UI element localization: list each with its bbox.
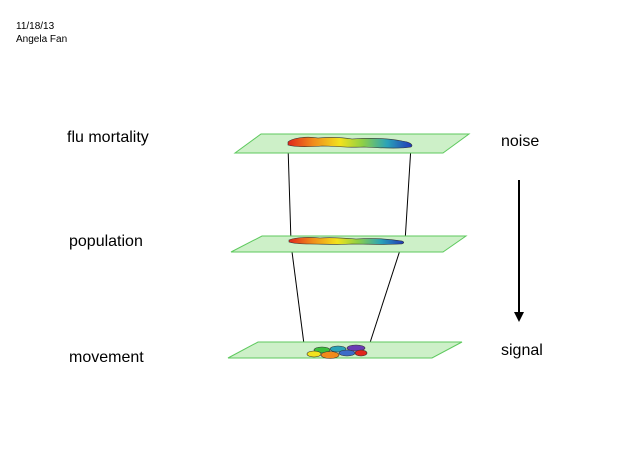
- date-text: 11/18/13: [16, 21, 55, 32]
- connector-mid-left: [290, 243, 306, 353]
- connector-mid-right: [366, 243, 403, 353]
- blob-yellow: [306, 350, 322, 358]
- author-text: Angela Fan: [16, 34, 68, 45]
- connector-lines: [287, 145, 412, 353]
- scale-label-signal: signal: [501, 342, 543, 359]
- heatmap-population: [288, 237, 405, 245]
- blob-orange: [320, 351, 340, 359]
- layer-label-movement: movement: [69, 349, 144, 366]
- heatmap-flu-mortality: [287, 136, 413, 149]
- layer-label-population: population: [69, 233, 143, 250]
- scale-label-noise: noise: [501, 133, 540, 150]
- layer-label-flu-mortality: flu mortality: [67, 129, 149, 146]
- blob-red: [354, 349, 368, 357]
- noise-to-signal-arrow: [514, 180, 524, 322]
- connector-top-left: [287, 145, 292, 243]
- movement-blobs: [306, 344, 368, 359]
- blob-blue: [338, 349, 356, 357]
- connector-top-right: [404, 145, 412, 243]
- slide-meta: 11/18/13 Angela Fan: [16, 20, 67, 46]
